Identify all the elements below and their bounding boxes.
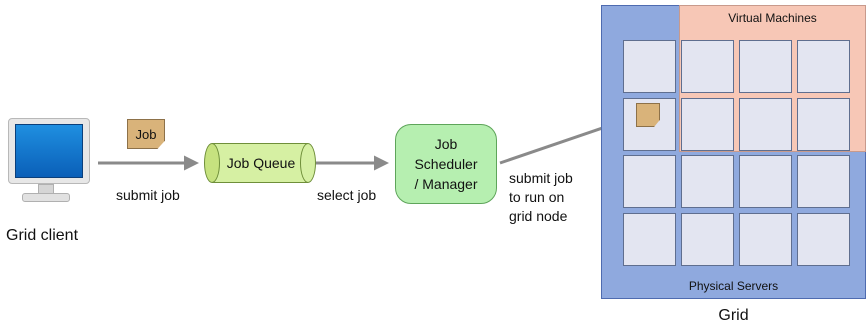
grid-label: Grid (718, 307, 749, 324)
edge-label-submit-job: submit job (116, 187, 180, 203)
grid-node (739, 40, 792, 93)
job-document-icon: Job (127, 119, 165, 149)
grid-node (797, 40, 850, 93)
grid-node (797, 98, 850, 151)
edge-label-select-job: select job (317, 187, 377, 203)
queue-body (212, 143, 308, 183)
edge-label-dispatch: submit job to run on grid node (509, 169, 573, 226)
grid-node (739, 98, 792, 151)
grid-node (681, 155, 734, 208)
virtual-machines-label: Virtual Machines (728, 11, 817, 25)
job-label: Job (135, 126, 157, 142)
job-queue-label: Job Queue (226, 155, 296, 171)
scheduler-line-3: / Manager (414, 176, 478, 192)
queue-cap-right (300, 143, 316, 183)
grid-client-label: Grid client (6, 227, 79, 244)
scheduler-line-2: Scheduler (414, 156, 478, 172)
queue-cap-left (204, 143, 220, 183)
grid-node (623, 155, 676, 208)
job-queue: Job Queue (204, 143, 316, 183)
grid-node (623, 40, 676, 93)
monitor-screen (15, 124, 83, 178)
scheduled-job-icon (636, 103, 660, 127)
grid-node (681, 98, 734, 151)
grid-node (681, 213, 734, 266)
monitor-icon (8, 118, 90, 184)
dispatch-line-2: to run on (509, 189, 565, 205)
grid-node (797, 213, 850, 266)
grid-node (739, 155, 792, 208)
grid-node (681, 40, 734, 93)
arrow-dispatch-job (499, 118, 623, 165)
scheduler-line-1: Job (434, 136, 458, 152)
monitor-base (22, 193, 70, 202)
grid-node (623, 213, 676, 266)
job-scheduler-manager: Job Scheduler / Manager (395, 124, 497, 204)
dispatch-line-1: submit job (509, 170, 573, 186)
grid-node (739, 213, 792, 266)
grid-node (797, 155, 850, 208)
dispatch-line-3: grid node (509, 208, 568, 224)
physical-servers-label: Physical Servers (688, 279, 779, 293)
